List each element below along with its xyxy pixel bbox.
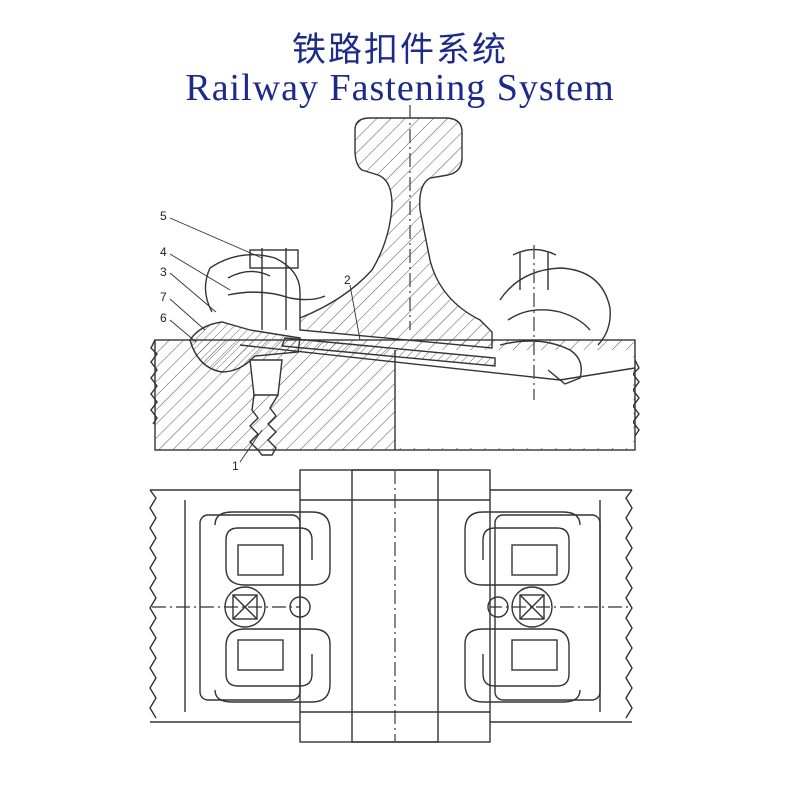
callout-6: 6 xyxy=(160,311,167,325)
callout-1: 1 xyxy=(232,459,239,473)
rail-section xyxy=(299,105,493,349)
callout-labels: 5 4 3 7 6 2 1 xyxy=(160,209,351,473)
right-clip-plan xyxy=(464,511,601,703)
title-english: Railway Fastening System xyxy=(185,67,615,109)
title-chinese: 铁路扣件系统 xyxy=(292,30,508,70)
callout-2: 2 xyxy=(344,273,351,287)
rail-plan xyxy=(299,469,491,743)
callout-7: 7 xyxy=(160,290,167,304)
section-view: 5 4 3 7 6 2 1 xyxy=(150,105,640,473)
callout-3: 3 xyxy=(160,265,167,279)
callout-5: 5 xyxy=(160,209,167,223)
callouts xyxy=(169,217,361,463)
right-clip-assembly xyxy=(499,245,611,400)
callout-4: 4 xyxy=(160,245,167,259)
left-clip-assembly xyxy=(189,248,326,456)
left-clip-plan xyxy=(199,511,331,703)
plan-view xyxy=(149,469,633,743)
